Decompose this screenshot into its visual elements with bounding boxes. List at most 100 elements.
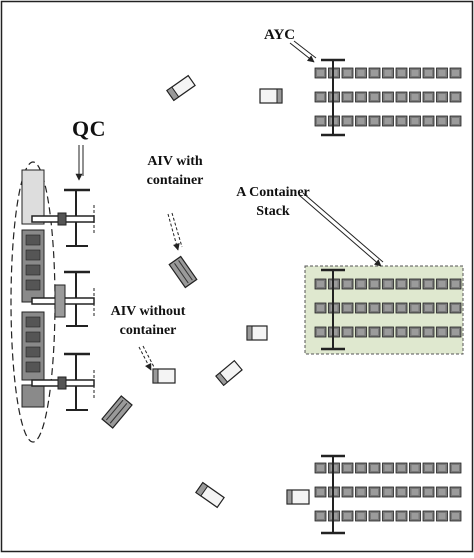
yard-container-slot xyxy=(341,115,354,127)
yard-container-slot xyxy=(368,462,381,474)
aiv-with-line2: container xyxy=(146,173,204,188)
arrow-ayc xyxy=(289,42,315,63)
yard-container-slot xyxy=(449,302,462,314)
yard-container-slot xyxy=(422,326,435,338)
yard-container-slot xyxy=(422,278,435,290)
yard-container-slot xyxy=(422,91,435,103)
yard-container-slot xyxy=(395,510,408,522)
container-stack-line1: A Container xyxy=(236,185,310,200)
yard-container-slot xyxy=(368,326,381,338)
yard-crane xyxy=(321,454,345,535)
yard-container-slot xyxy=(409,462,421,474)
yard-container-slot xyxy=(368,302,381,314)
yard-container-slot xyxy=(368,278,381,290)
yard-container-slot xyxy=(422,462,435,474)
yard-container-slot xyxy=(355,510,367,522)
yard-container-slot xyxy=(314,510,327,522)
yard-container-slot xyxy=(409,326,421,338)
yard-container-slot xyxy=(449,67,462,79)
yard-container-slot xyxy=(382,462,394,474)
yard-container-slot xyxy=(422,67,435,79)
yard-container-slot xyxy=(449,326,462,338)
yard-container-slot xyxy=(314,486,327,498)
yard-container-slot xyxy=(409,510,421,522)
quay-crane xyxy=(31,188,95,247)
yard-container-slot xyxy=(422,486,435,498)
aiv-vehicle xyxy=(259,88,283,104)
yard-crane xyxy=(321,58,345,137)
yard-container-slot xyxy=(382,278,394,290)
yard-container-slot xyxy=(341,486,354,498)
qc-label: QC xyxy=(72,116,106,141)
yard-container-slot xyxy=(449,462,462,474)
yard-container-slot xyxy=(436,326,448,338)
yard-container-slot xyxy=(382,326,394,338)
quay-crane xyxy=(31,270,95,327)
aiv-vehicle-loaded xyxy=(101,395,133,429)
yard-container-slot xyxy=(368,486,381,498)
yard-container-slot xyxy=(382,486,394,498)
vessel xyxy=(10,161,56,443)
aiv-vehicle xyxy=(152,368,176,384)
yard-container-slot xyxy=(409,67,421,79)
yard-container-slot xyxy=(449,91,462,103)
yard-container-slot xyxy=(368,115,381,127)
yard-container-slot xyxy=(422,302,435,314)
yard-container-slot xyxy=(314,115,327,127)
yard-container-slot xyxy=(436,91,448,103)
yard-container-slot xyxy=(382,67,394,79)
arrow-aiv-with xyxy=(167,213,180,251)
yard-container-slot xyxy=(449,115,462,127)
yard-container-slot xyxy=(436,67,448,79)
yard-container-slot xyxy=(314,278,327,290)
yard-container-slot xyxy=(449,510,462,522)
yard-container-slot xyxy=(409,115,421,127)
yard-container-slot xyxy=(409,302,421,314)
yard-container-slot xyxy=(382,510,394,522)
yard-container-slot xyxy=(395,91,408,103)
yard-container-slot xyxy=(314,302,327,314)
aiv-vehicle-loaded xyxy=(168,255,198,289)
yard-container-slot xyxy=(355,302,367,314)
yard-container-slot xyxy=(436,278,448,290)
aiv-with-container-label: AIV with container xyxy=(140,152,210,190)
yard-container-slot xyxy=(341,510,354,522)
aiv-vehicle xyxy=(215,359,243,387)
yard-container-slot xyxy=(395,67,408,79)
yard-container-slot xyxy=(436,302,448,314)
yard-container-slot xyxy=(355,278,367,290)
yard-container-slot xyxy=(436,486,448,498)
yard-container-slot xyxy=(382,302,394,314)
aiv-vehicle xyxy=(166,74,196,102)
yard-container-slot xyxy=(355,67,367,79)
yard-blocks xyxy=(314,58,462,535)
yard-container-slot xyxy=(368,91,381,103)
yard-container-slot xyxy=(395,302,408,314)
aiv-without-line1: AIV without xyxy=(110,304,186,319)
yard-container-slot xyxy=(436,510,448,522)
yard-container-slot xyxy=(341,278,354,290)
yard-container-slot xyxy=(395,278,408,290)
yard-container-slot xyxy=(395,115,408,127)
yard-container-slot xyxy=(422,115,435,127)
yard-container-slot xyxy=(449,486,462,498)
yard-container-slot xyxy=(395,462,408,474)
yard-container-slot xyxy=(355,462,367,474)
yard-container-slot xyxy=(341,302,354,314)
vessel-container-bays xyxy=(21,169,45,408)
yard-container-slot xyxy=(409,278,421,290)
yard-container-slot xyxy=(382,115,394,127)
yard-container-slot xyxy=(355,91,367,103)
yard-block xyxy=(314,454,462,535)
aiv-without-line2: container xyxy=(119,323,177,338)
yard-container-slot xyxy=(341,67,354,79)
aiv-vehicle xyxy=(286,489,310,505)
yard-container-slot xyxy=(436,462,448,474)
aiv-vehicle xyxy=(195,481,225,509)
arrow-container-stack xyxy=(298,194,382,267)
yard-container-slot xyxy=(314,326,327,338)
yard-container-slot xyxy=(355,115,367,127)
aiv-with-line1: AIV with xyxy=(147,154,203,169)
